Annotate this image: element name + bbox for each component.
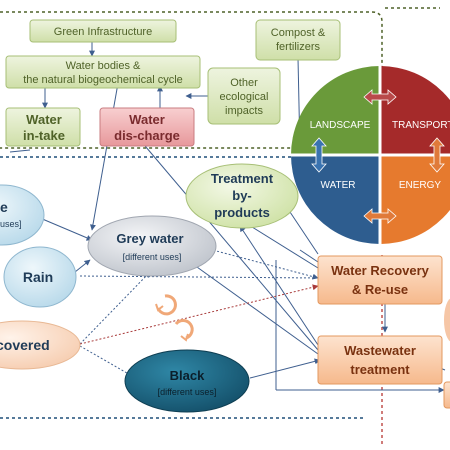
water-intake-box <box>5 107 81 147</box>
red-dashed-link <box>79 284 319 345</box>
grey-water-node <box>87 215 217 277</box>
rain-label: Rain <box>23 269 53 285</box>
water-bodies-label-2: the natural biogeochemical cycle <box>23 74 183 86</box>
energy-quadrant <box>380 155 450 244</box>
other-impacts-label-3: impacts <box>225 105 263 117</box>
water-energy-arrow <box>363 208 397 224</box>
water-discharge-label-2: dis-charge <box>114 128 180 143</box>
recycle-icon <box>155 294 177 316</box>
compost-label-1: Compost & <box>271 27 326 39</box>
grey-water-sub: [different uses] <box>123 252 182 262</box>
e-uses-label-2: uses] <box>0 219 22 229</box>
black-water-node <box>124 349 250 413</box>
water-intake-label-1: Water <box>26 112 62 127</box>
recovered-node <box>0 320 81 370</box>
landscape-transport-arrow <box>363 89 397 105</box>
rain-node <box>3 246 77 308</box>
e-uses-node <box>0 184 45 246</box>
other-impacts-label-1: Other <box>230 77 258 89</box>
green-infrastructure-box <box>29 19 177 43</box>
wastewater-label-1: Wastewater <box>344 343 416 358</box>
water-bodies-box <box>5 55 201 89</box>
water-recovery-label-2: & Re-use <box>352 282 408 297</box>
wastewater-treatment-box <box>317 335 443 385</box>
water-bodies-label-1: Water bodies & <box>66 60 141 72</box>
right-edge-oval <box>444 298 450 342</box>
energy-label: ENERGY <box>399 180 442 191</box>
other-impacts-label-2: ecological <box>220 91 269 103</box>
treatment-label-2: by- <box>232 188 252 203</box>
landscape-label: LANDSCAPE <box>310 120 371 131</box>
transport-energy-arrow <box>429 137 445 173</box>
sector-quadrant: LANDSCAPE TRANSPORT WATER ENERGY <box>291 66 450 244</box>
treatment-label-3: products <box>214 205 270 220</box>
wastewater-label-2: treatment <box>350 362 410 377</box>
landscape-water-arrow <box>311 137 327 173</box>
treatment-byproducts-node <box>185 163 299 229</box>
black-sub: [different uses] <box>158 387 217 397</box>
recovered-label: covered <box>0 337 50 353</box>
e-uses-label-1: e <box>0 199 8 215</box>
upper-region-border <box>0 11 383 149</box>
other-impacts-box <box>207 67 281 125</box>
compost-box <box>255 19 341 61</box>
water-recovery-label-1: Water Recovery <box>331 263 430 278</box>
treatment-label-1: Treatment <box>211 171 274 186</box>
recycle-icon <box>174 319 194 342</box>
right-edge-box <box>443 381 450 409</box>
black-title: Black <box>170 368 205 383</box>
water-intake-label-2: in-take <box>23 128 65 143</box>
transport-quadrant <box>380 66 450 155</box>
water-quadrant <box>291 155 380 244</box>
compost-label-2: fertilizers <box>276 41 321 53</box>
green-infrastructure-label: Green Infrastructure <box>54 26 152 38</box>
water-discharge-label-1: Water <box>129 112 165 127</box>
landscape-quadrant <box>291 66 380 155</box>
transport-label: TRANSPORT <box>392 120 450 131</box>
water-label: WATER <box>321 180 356 191</box>
grey-water-title: Grey water <box>116 231 183 246</box>
water-discharge-box <box>99 107 195 147</box>
water-recovery-box <box>317 255 443 305</box>
